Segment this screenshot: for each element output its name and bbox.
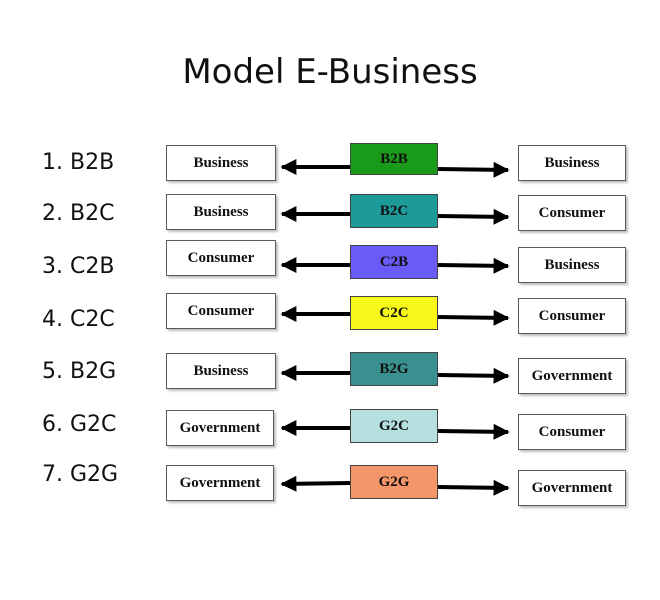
diagram-title: Model E-Business (182, 52, 478, 92)
right-party-box: Government (518, 358, 626, 394)
row-code: G2G (70, 462, 119, 487)
left-party-box: Consumer (166, 293, 276, 329)
row-code: C2B (70, 254, 115, 279)
arrow-right (437, 208, 510, 225)
right-party-box: Consumer (518, 298, 626, 334)
right-party-box: Consumer (518, 414, 626, 450)
row-code: B2B (70, 150, 115, 175)
row-number: 6. (42, 412, 63, 437)
row-label-4: 4. C2C (42, 307, 152, 332)
row-number: 4. (42, 307, 63, 332)
model-box: C2C (350, 296, 438, 330)
model-box: G2C (350, 409, 438, 443)
row-number: 3. (42, 254, 63, 279)
row-number: 1. (42, 150, 63, 175)
row-label-6: 6. G2C (42, 412, 152, 437)
model-box: G2G (350, 465, 438, 499)
arrow-right (437, 309, 510, 326)
row-code: B2G (70, 359, 117, 384)
right-party-box: Consumer (518, 195, 626, 231)
row-number: 5. (42, 359, 63, 384)
arrow-right (437, 257, 510, 274)
left-party-box: Business (166, 194, 276, 230)
row-label-3: 3. C2B (42, 254, 152, 279)
arrow-right (437, 161, 510, 178)
row-code: C2C (70, 307, 115, 332)
right-party-box: Business (518, 145, 626, 181)
row-label-1: 1. B2B (42, 150, 152, 175)
row-number: 2. (42, 201, 63, 226)
model-box: C2B (350, 245, 438, 279)
arrow-right (437, 367, 510, 384)
left-party-box: Business (166, 353, 276, 389)
arrow-right (437, 423, 510, 440)
arrow-left (280, 475, 351, 492)
row-label-7: 7. G2G (42, 462, 152, 487)
model-box: B2C (350, 194, 438, 228)
left-party-box: Government (166, 410, 274, 446)
model-box: B2G (350, 352, 438, 386)
left-party-box: Business (166, 145, 276, 181)
row-label-5: 5. B2G (42, 359, 152, 384)
left-party-box: Government (166, 465, 274, 501)
right-party-box: Business (518, 247, 626, 283)
row-number: 7. (42, 462, 63, 487)
right-party-box: Government (518, 470, 626, 506)
row-code: B2C (70, 201, 115, 226)
row-code: G2C (70, 412, 117, 437)
left-party-box: Consumer (166, 240, 276, 276)
arrow-right (437, 479, 510, 496)
row-label-2: 2. B2C (42, 201, 152, 226)
model-box: B2B (350, 143, 438, 175)
